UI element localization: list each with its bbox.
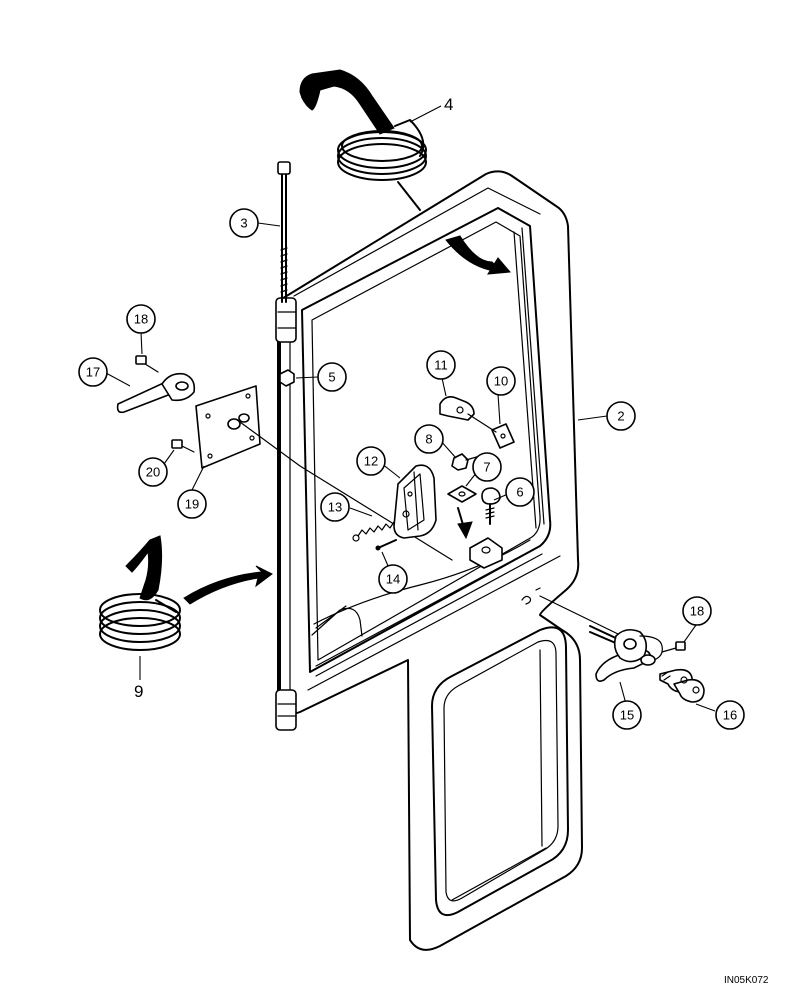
- svg-text:20: 20: [146, 465, 160, 480]
- hinge-rod: [277, 161, 291, 303]
- callout-13: 13: [320, 492, 350, 522]
- weather-strip-roll-top: [299, 69, 427, 181]
- callout-14: 14: [378, 564, 408, 594]
- svg-text:15: 15: [620, 708, 634, 723]
- svg-text:9: 9: [134, 682, 143, 701]
- striker-assembly: [439, 396, 515, 569]
- callout-20: 20: [138, 457, 168, 487]
- callout-9: 9: [134, 682, 143, 701]
- svg-text:17: 17: [86, 365, 100, 380]
- weather-strip-roll-left: [99, 535, 181, 651]
- callout-2: 2: [606, 401, 636, 431]
- inside-handle-assembly: [116, 355, 453, 561]
- callout-3: 3: [229, 208, 259, 238]
- callout-18-left: 18: [126, 304, 156, 334]
- callout-12: 12: [356, 446, 386, 476]
- latch-assembly: [352, 464, 437, 551]
- svg-text:16: 16: [723, 708, 737, 723]
- svg-text:8: 8: [425, 432, 432, 447]
- svg-text:14: 14: [386, 572, 400, 587]
- svg-text:13: 13: [328, 500, 342, 515]
- arrow-weather-strip-left: [183, 565, 273, 605]
- svg-text:18: 18: [134, 312, 148, 327]
- callout-18-right: 18: [682, 596, 712, 626]
- callout-11: 11: [426, 350, 456, 380]
- callout-8: 8: [414, 424, 444, 454]
- leader-lines: [105, 105, 716, 712]
- svg-text:7: 7: [483, 460, 490, 475]
- svg-text:4: 4: [444, 95, 453, 114]
- door-frame: [275, 170, 583, 951]
- nut: [279, 369, 295, 387]
- svg-text:6: 6: [516, 485, 523, 500]
- callout-10: 10: [486, 366, 516, 396]
- svg-text:2: 2: [617, 409, 624, 424]
- callout-15: 15: [612, 700, 642, 730]
- svg-text:18: 18: [690, 604, 704, 619]
- svg-text:19: 19: [185, 497, 199, 512]
- svg-text:5: 5: [328, 370, 335, 385]
- callout-16: 16: [715, 700, 745, 730]
- svg-text:11: 11: [434, 358, 448, 373]
- outside-handle-assembly: [539, 595, 705, 703]
- arrow-weather-strip-top: [397, 181, 512, 275]
- callout-4: 4: [444, 95, 453, 114]
- callout-17: 17: [78, 357, 108, 387]
- callout-19: 19: [177, 489, 207, 519]
- callout-6: 6: [505, 477, 535, 507]
- svg-text:3: 3: [240, 216, 247, 231]
- svg-text:10: 10: [494, 374, 508, 389]
- svg-text:12: 12: [364, 454, 378, 469]
- callout-7: 7: [472, 452, 502, 482]
- drawing-code: IN05K072: [724, 975, 769, 986]
- callout-5: 5: [317, 362, 347, 392]
